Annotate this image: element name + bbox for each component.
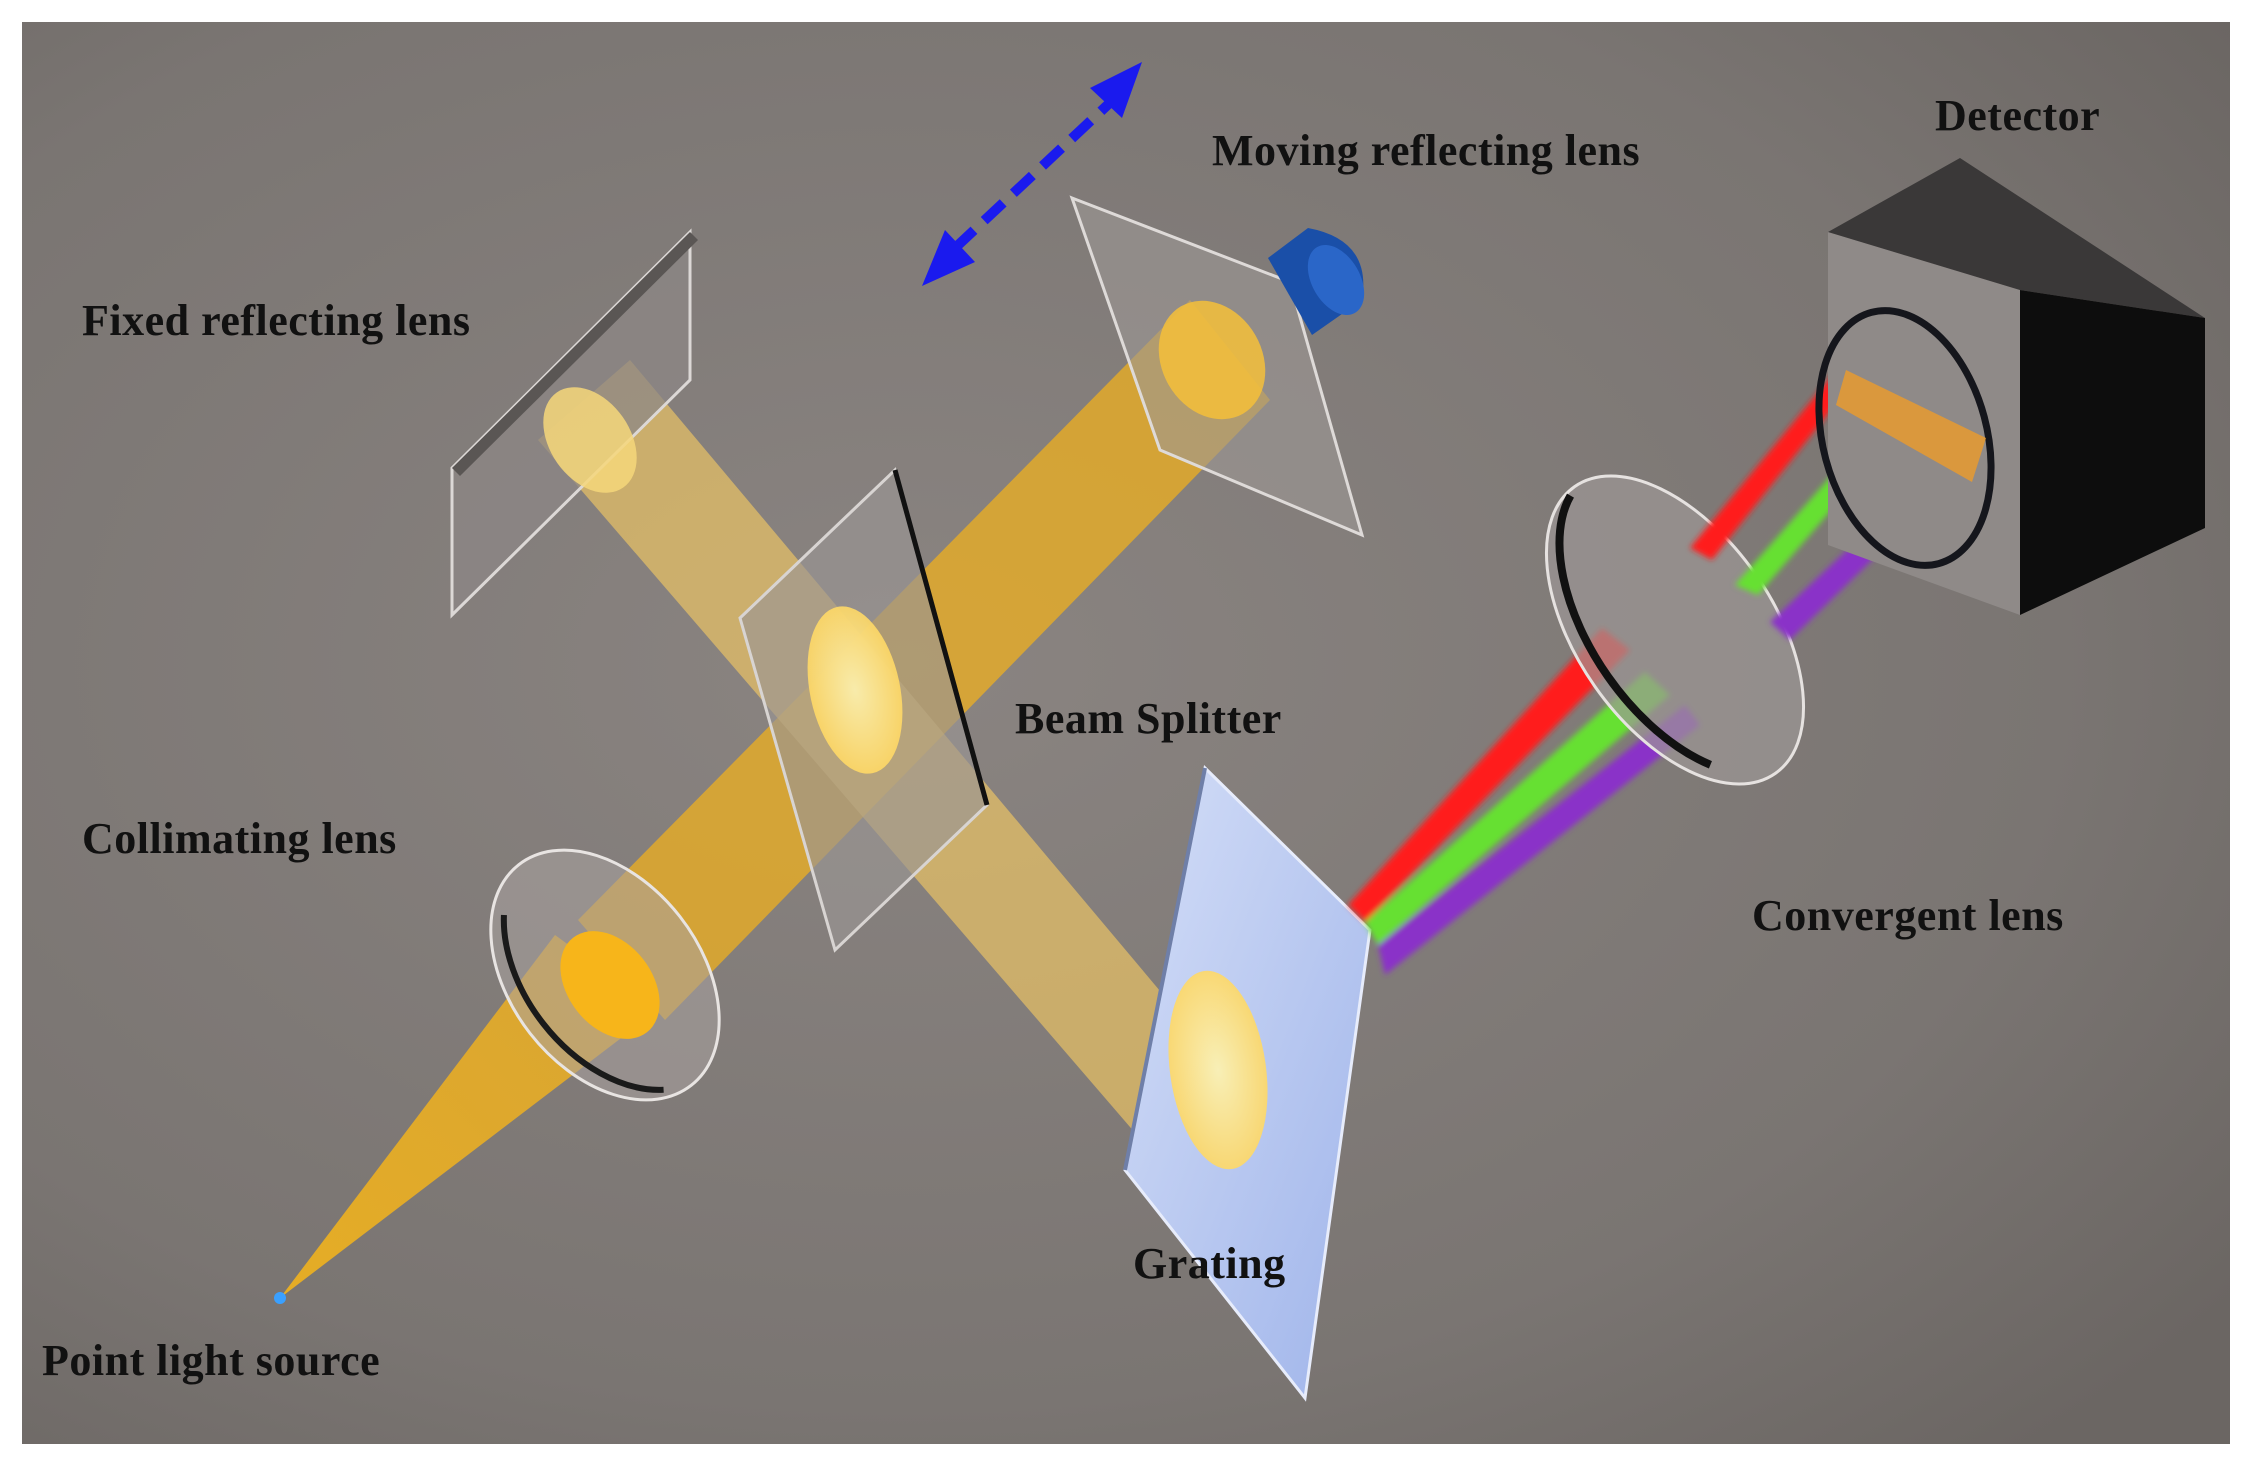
arrow-head-down — [922, 230, 975, 286]
label-fixed-reflecting-lens: Fixed reflecting lens — [82, 296, 471, 345]
label-point-light-source: Point light source — [42, 1336, 380, 1385]
point-light-source-dot — [274, 1292, 286, 1304]
actuator-cylinder — [1268, 228, 1365, 335]
red-ray — [1348, 628, 1630, 922]
arrow-head-up — [1090, 62, 1142, 118]
red-ray-converging — [1690, 372, 1855, 560]
label-beam-splitter: Beam Splitter — [1015, 694, 1282, 743]
beam-splitter — [738, 467, 990, 953]
label-grating: Grating — [1133, 1239, 1286, 1288]
label-collimating-lens: Collimating lens — [82, 814, 397, 863]
dispersed-rays — [1348, 628, 1700, 975]
label-moving-reflecting-lens: Moving reflecting lens — [1212, 126, 1640, 175]
violet-ray — [1378, 705, 1700, 975]
green-ray — [1365, 672, 1670, 945]
detector-top — [1828, 158, 2205, 318]
grating — [1123, 764, 1372, 1402]
collimating-lens — [489, 837, 736, 1102]
fixed-reflecting-lens — [450, 228, 698, 619]
motion-arrow — [922, 62, 1142, 286]
detector — [1815, 158, 2205, 615]
label-convergent-lens: Convergent lens — [1752, 891, 2064, 940]
label-detector: Detector — [1935, 91, 2100, 140]
detector-sensor-band — [1836, 370, 1986, 482]
detector-aperture — [1815, 307, 1995, 569]
detector-side — [2020, 290, 2205, 615]
